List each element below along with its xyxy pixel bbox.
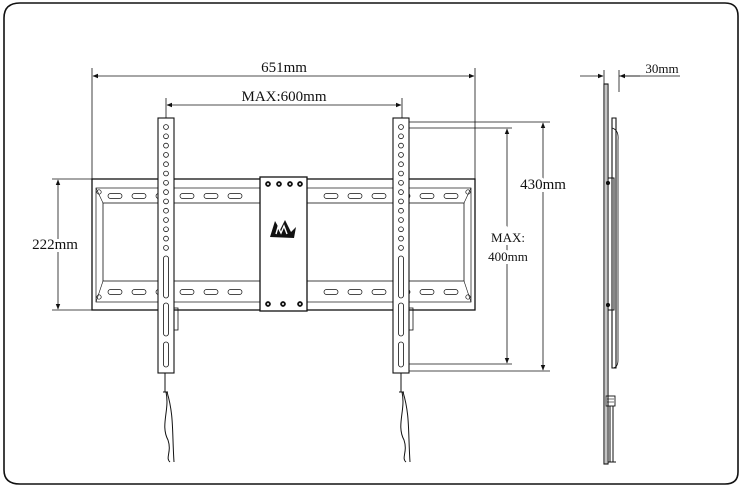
dimension-arm-height: 430mm	[408, 121, 569, 372]
left-arm-holes	[163, 124, 169, 368]
plate-screw	[96, 294, 102, 300]
arm-hole	[163, 217, 169, 223]
arm-hole	[163, 235, 169, 242]
arm-hole	[398, 226, 404, 233]
center-bolt-hole	[289, 183, 291, 185]
dimension-max-vertical: MAX: 400mm	[408, 127, 531, 365]
arm-hole	[163, 226, 169, 233]
plate-slot	[323, 193, 339, 199]
arm-slot	[398, 341, 404, 368]
arm-hole	[398, 207, 404, 214]
arm-hole	[398, 133, 404, 140]
ma-logo-icon	[270, 220, 296, 238]
arm-hole	[398, 170, 404, 177]
plate-slot	[323, 289, 339, 295]
arm-hole	[398, 152, 404, 158]
arm-slot	[398, 302, 404, 337]
center-bolt-hole	[278, 183, 280, 185]
max-hole-width-label: MAX:600mm	[241, 89, 326, 105]
right-arm	[392, 117, 414, 463]
center-bolt-hole	[267, 183, 269, 185]
arm-slot	[163, 302, 169, 337]
plate-slot	[203, 289, 219, 295]
center-plate	[259, 176, 308, 312]
arm-hole	[163, 198, 169, 205]
arm-hole	[398, 245, 404, 251]
arm-height-label: 430mm	[520, 177, 566, 193]
arm-hole	[398, 189, 404, 195]
plate-slot	[419, 289, 435, 295]
arm-hole	[163, 124, 169, 130]
arm-hole	[163, 133, 169, 140]
arm-hole	[163, 207, 169, 214]
plate-slot	[227, 193, 243, 199]
arm-hole	[163, 142, 169, 149]
plate-slot	[203, 193, 219, 199]
plate-slot	[443, 193, 459, 199]
arm-hole	[163, 180, 169, 186]
overall-width-label: 651mm	[261, 60, 307, 76]
plate-screw	[465, 294, 471, 300]
arm-hole	[398, 161, 404, 168]
plate-screw	[465, 189, 471, 195]
plate-slot	[131, 289, 147, 295]
plate-slot	[371, 193, 387, 199]
arm-hole	[163, 189, 169, 195]
arm-hole	[163, 152, 169, 158]
arm-hole	[398, 142, 404, 149]
center-bolt-hole	[282, 303, 284, 305]
plate-slot	[107, 289, 123, 295]
arm-hole	[398, 198, 404, 205]
dimension-bracket-height: 222mm	[29, 178, 93, 311]
center-bolt-hole	[299, 183, 301, 185]
center-bolt-hole	[267, 303, 269, 305]
arm-hole	[398, 235, 404, 242]
dimension-depth: 30mm	[580, 61, 680, 92]
side-view	[603, 83, 619, 465]
arm-slot	[398, 255, 404, 299]
outer-frame	[3, 2, 739, 485]
bracket-height-label: 222mm	[32, 237, 78, 253]
arm-hole	[163, 170, 169, 177]
dimension-max-hole-width: MAX:600mm	[165, 89, 403, 120]
depth-label: 30mm	[645, 61, 678, 76]
arm-hole	[398, 124, 404, 130]
arm-slot	[163, 255, 169, 299]
plate-slot	[131, 193, 147, 199]
center-plate-bolts	[265, 181, 303, 307]
center-bolt-hole	[299, 303, 301, 305]
plate-screw	[96, 189, 102, 195]
max-vertical-label-line1: MAX:	[491, 230, 525, 245]
dimension-overall-width: 651mm	[91, 60, 476, 180]
plate-slot	[179, 289, 195, 295]
arm-hole	[398, 217, 404, 223]
arm-slot	[163, 341, 169, 368]
plate-slot	[179, 193, 195, 199]
arm-hole	[398, 180, 404, 186]
left-arm	[157, 117, 179, 463]
plate-slot	[227, 289, 243, 295]
max-vertical-label-line2: 400mm	[488, 249, 528, 264]
plate-slot	[347, 193, 363, 199]
plate-slot	[107, 193, 123, 199]
right-arm-holes	[398, 124, 404, 368]
plate-slot	[443, 289, 459, 295]
arm-hole	[163, 245, 169, 251]
plate-slot	[347, 289, 363, 295]
arm-hole	[163, 161, 169, 168]
plate-slot	[371, 289, 387, 295]
plate-slot	[419, 193, 435, 199]
